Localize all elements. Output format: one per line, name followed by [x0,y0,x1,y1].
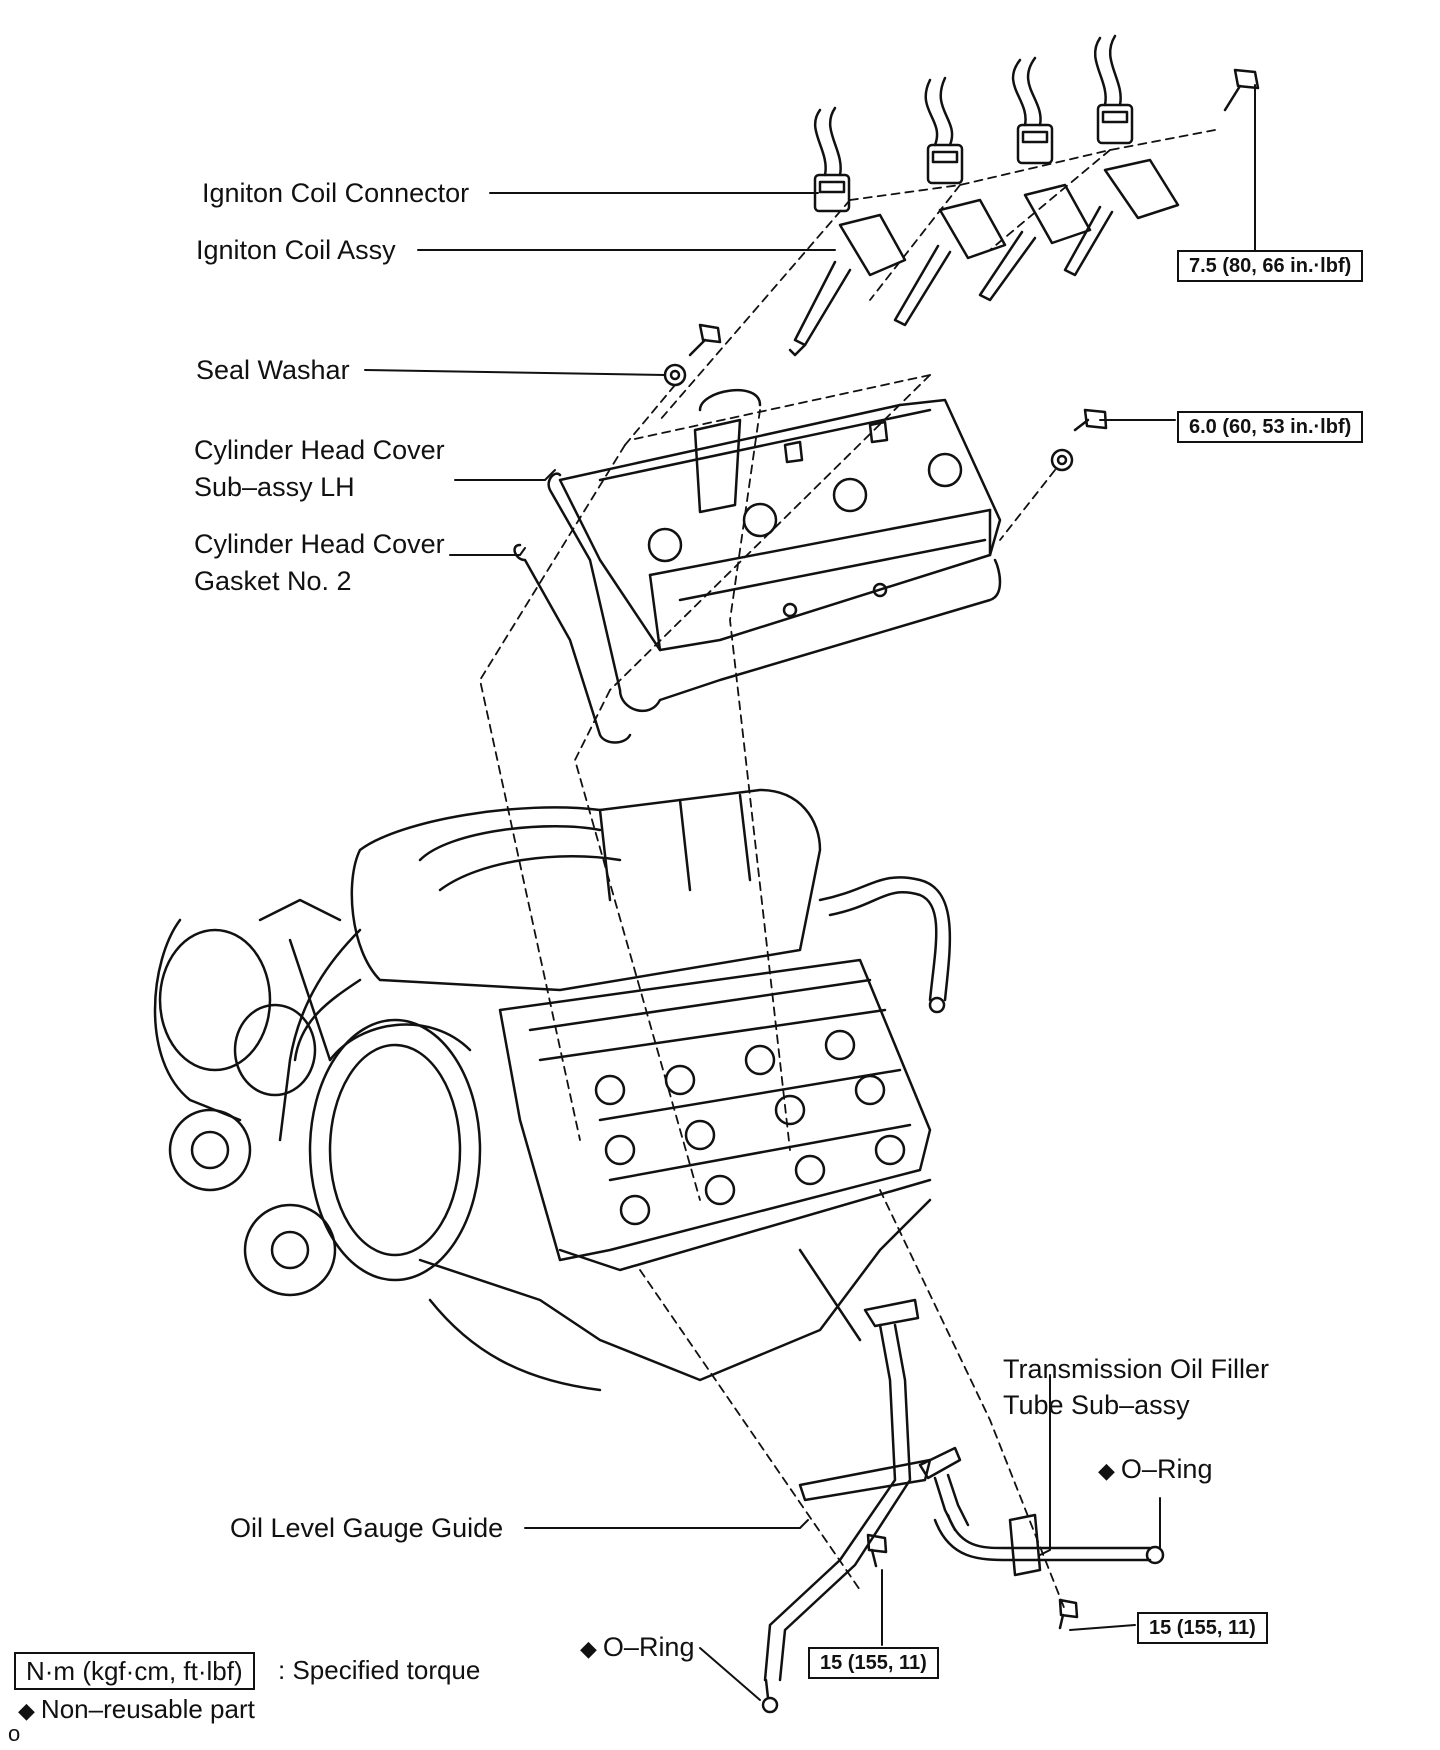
cylinder-head-cover [558,389,1002,652]
o-ring-bottom-text: O–Ring [602,1632,695,1662]
label-transmission-filler-line2: Tube Sub–assy [1003,1390,1190,1420]
nonreusable-diamond-icon: ◆ [18,1698,35,1723]
nonreusable-diamond-icon: ◆ [580,1636,597,1661]
label-o-ring-bottom: ◆O–Ring [580,1630,694,1666]
torque-box-coil-bolt: 7.5 (80, 66 in.·lbf) [1177,250,1364,282]
label-o-ring-right: ◆O–Ring [1098,1452,1212,1488]
bolts [663,68,1260,1630]
legend-nonreusable-text: Non–reusable part [40,1694,255,1724]
label-cylinder-head-cover-line1: Cylinder Head Cover [194,435,445,465]
legend-torque-description: : Specified torque [278,1655,481,1685]
oil-gauge-guide [761,1298,932,1714]
label-head-cover-gasket-line2: Gasket No. 2 [194,566,352,596]
cover-gasket [513,472,1002,744]
coil-assemblies [788,158,1180,357]
corner-mark: o [8,1721,21,1746]
torque-box-filler-tube-bolt: 15 (155, 11) [1137,1612,1268,1644]
label-head-cover-gasket-line1: Cylinder Head Cover [194,529,445,559]
label-ignition-coil-connector: Igniton Coil Connector [202,178,470,208]
leader-lines [364,84,1256,1701]
legend-torque-unit-box: N·m (kgf·cm, ft·lbf) [14,1652,255,1690]
nonreusable-diamond-icon: ◆ [1098,1458,1115,1483]
label-transmission-filler-line1: Transmission Oil Filler [1003,1354,1270,1384]
label-ignition-coil-assy: Igniton Coil Assy [196,235,396,265]
coil-connectors [813,103,1134,213]
label-seal-washer: Seal Washar [196,355,350,385]
torque-box-cover-bolt: 6.0 (60, 53 in.·lbf) [1177,411,1364,443]
assembly-dashed-lines [479,129,1216,1611]
legend-nonreusable: ◆Non–reusable part [18,1693,255,1727]
torque-box-gauge-guide-bolt: 15 (155, 11) [808,1647,939,1679]
engine-block [153,788,952,1392]
transmission-filler-tube [918,1446,1165,1577]
label-cylinder-head-cover-line2: Sub–assy LH [194,472,355,502]
label-oil-level-gauge-guide: Oil Level Gauge Guide [230,1513,504,1543]
o-ring-right-text: O–Ring [1120,1454,1213,1484]
coil-connector-wires [813,34,1122,177]
